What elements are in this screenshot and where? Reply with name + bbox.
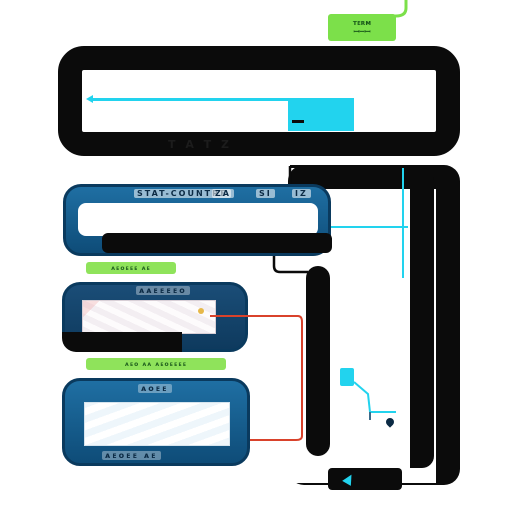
top-cyan-dash [292,120,304,123]
panel-2-map [82,300,216,334]
red-wire [210,315,303,441]
cyan-vertical-wire [402,168,404,278]
panel-1-label-mid: ZA [212,189,234,198]
top-cyan-line [92,98,292,101]
top-badge-wire [390,0,408,18]
panel-1-label-left: STAT-COUNTRE [134,189,231,198]
panel-3-label-top: ᴀᴏᴇᴇ [138,384,172,393]
panel-1-label-right2: IZ [292,189,311,198]
pointer-icon [340,368,354,386]
top-cyan-bar [288,98,354,131]
panel-1-label-right1: SI [256,189,275,198]
right-pipe-inner-edge [410,168,434,468]
pin-icon [198,308,204,314]
pointer-wire [353,381,396,420]
top-badge-line2: ꟷꟷꟷ [353,27,371,36]
top-badge: ᴛᴇʀᴍ ꟷꟷꟷ [328,14,396,41]
panel-3-label-bottom: ᴀᴇᴏᴇᴇ ᴀᴇ [102,451,161,460]
top-badge-line1: ᴛᴇʀᴍ [352,18,372,27]
top-frame [58,46,460,156]
panel-2-black-corner [62,332,182,352]
panel-3-map [84,402,230,446]
arrow-left-icon [86,95,93,103]
panel-2-label: ᴀᴀᴇᴇᴇᴇᴏ [136,286,190,295]
top-caption: T A T Z [168,138,232,151]
right-pipe-top-edge [290,165,430,168]
footer-chip [328,468,402,490]
panel-1-inner [78,203,318,236]
panel-1-black-bar [102,233,332,253]
pill-1: ᴀᴇᴏᴇᴇᴇ ᴀᴇ [86,262,176,274]
pill-2: ᴀᴇᴏ ᴀᴀ ᴀᴇᴏᴇᴇᴇᴇ [86,358,226,370]
middle-pipe [306,266,330,456]
